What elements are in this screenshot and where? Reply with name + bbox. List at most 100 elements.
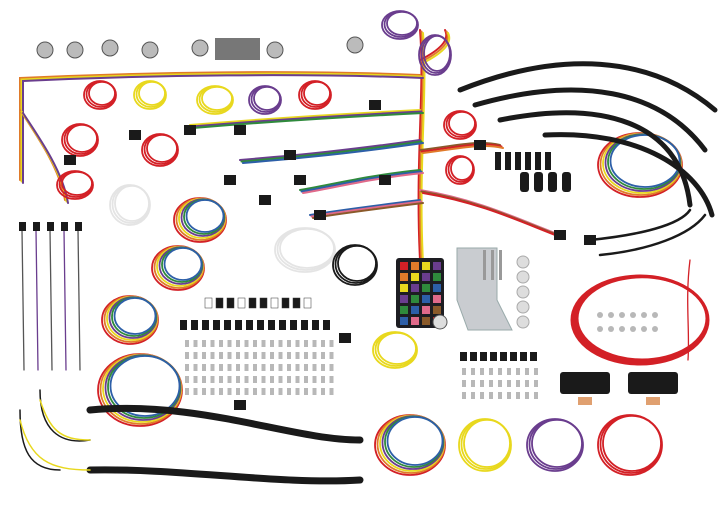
connector — [248, 297, 257, 309]
connector — [61, 222, 68, 231]
terminal — [227, 340, 232, 347]
connector — [323, 320, 330, 330]
fuse — [400, 273, 408, 281]
yellow-wire — [39, 399, 91, 441]
terminal — [498, 392, 502, 399]
wire-coil — [185, 199, 225, 233]
harness-wire — [419, 141, 501, 151]
terminal — [244, 340, 249, 347]
terminal — [253, 388, 257, 395]
terminal — [329, 352, 334, 359]
maxi-fuse — [578, 397, 592, 405]
terminal — [253, 352, 257, 359]
fuse-holder — [628, 372, 678, 394]
terminal — [219, 352, 223, 359]
ring-terminal — [597, 326, 603, 332]
harness-wire — [300, 170, 423, 193]
fuse — [411, 273, 419, 281]
connector — [470, 352, 477, 361]
connector — [204, 297, 213, 309]
terminal — [480, 380, 484, 387]
harness-wire — [19, 109, 66, 201]
terminal — [304, 340, 308, 347]
connector — [19, 222, 26, 231]
terminal — [219, 340, 223, 347]
terminal — [304, 388, 308, 395]
terminal — [210, 340, 215, 347]
fuse — [422, 306, 430, 314]
switch-part — [191, 39, 209, 57]
terminal — [227, 376, 232, 383]
aluminum-bracket — [456, 247, 513, 331]
terminal — [261, 388, 266, 395]
terminal — [304, 376, 308, 383]
rubber-boot — [548, 172, 557, 192]
fuse — [433, 295, 441, 303]
ring-terminal — [652, 312, 658, 318]
terminal — [312, 352, 317, 359]
switch-part — [141, 41, 159, 59]
fuse — [400, 284, 408, 292]
black-cable — [39, 389, 91, 442]
terminal — [462, 380, 466, 387]
terminal — [321, 376, 325, 383]
connector — [292, 297, 301, 309]
terminal — [261, 376, 266, 383]
terminal — [227, 364, 232, 371]
fuse — [400, 262, 408, 270]
terminal — [287, 340, 291, 347]
rubber-boot — [562, 172, 571, 192]
terminal — [312, 376, 317, 383]
wire-coil — [377, 331, 417, 365]
connector — [184, 125, 196, 135]
wire-coil — [113, 297, 157, 335]
terminal — [295, 340, 300, 347]
lead-wire — [21, 229, 25, 371]
terminal — [193, 364, 198, 371]
connector — [215, 297, 224, 309]
terminal — [525, 368, 529, 375]
wire-coil — [609, 134, 681, 188]
wire-coil — [337, 244, 377, 282]
washer — [516, 300, 530, 314]
fuse — [400, 317, 408, 325]
harness-wire — [422, 32, 451, 64]
washer — [516, 315, 530, 329]
terminal — [185, 340, 189, 347]
terminal — [236, 364, 240, 371]
terminal — [516, 380, 520, 387]
wire-coil — [163, 247, 203, 281]
connector — [284, 150, 296, 160]
terminal — [287, 376, 291, 383]
harness-wire — [240, 140, 423, 163]
connector — [314, 210, 326, 220]
terminal — [489, 392, 493, 399]
connector — [246, 320, 253, 330]
terminal — [534, 392, 538, 399]
terminal — [525, 392, 529, 399]
harness-wire — [189, 109, 421, 126]
lead-wire — [63, 229, 67, 371]
wire-coil — [463, 418, 511, 468]
switch-part — [266, 41, 284, 59]
fuse — [422, 273, 430, 281]
fuse — [400, 306, 408, 314]
wire-coil — [138, 80, 166, 106]
rubber-boot — [520, 172, 529, 192]
terminal — [312, 388, 317, 395]
connector — [474, 140, 486, 150]
flasher-relay — [432, 314, 448, 330]
terminal — [253, 376, 257, 383]
terminal — [236, 388, 240, 395]
terminal — [185, 388, 189, 395]
fuse — [411, 284, 419, 292]
black-cable — [497, 110, 693, 208]
connector — [226, 297, 235, 309]
terminal — [507, 380, 511, 387]
harness-wire — [422, 144, 504, 154]
connector — [480, 352, 487, 361]
terminal — [193, 352, 198, 359]
fuse — [422, 295, 430, 303]
terminal — [185, 352, 189, 359]
